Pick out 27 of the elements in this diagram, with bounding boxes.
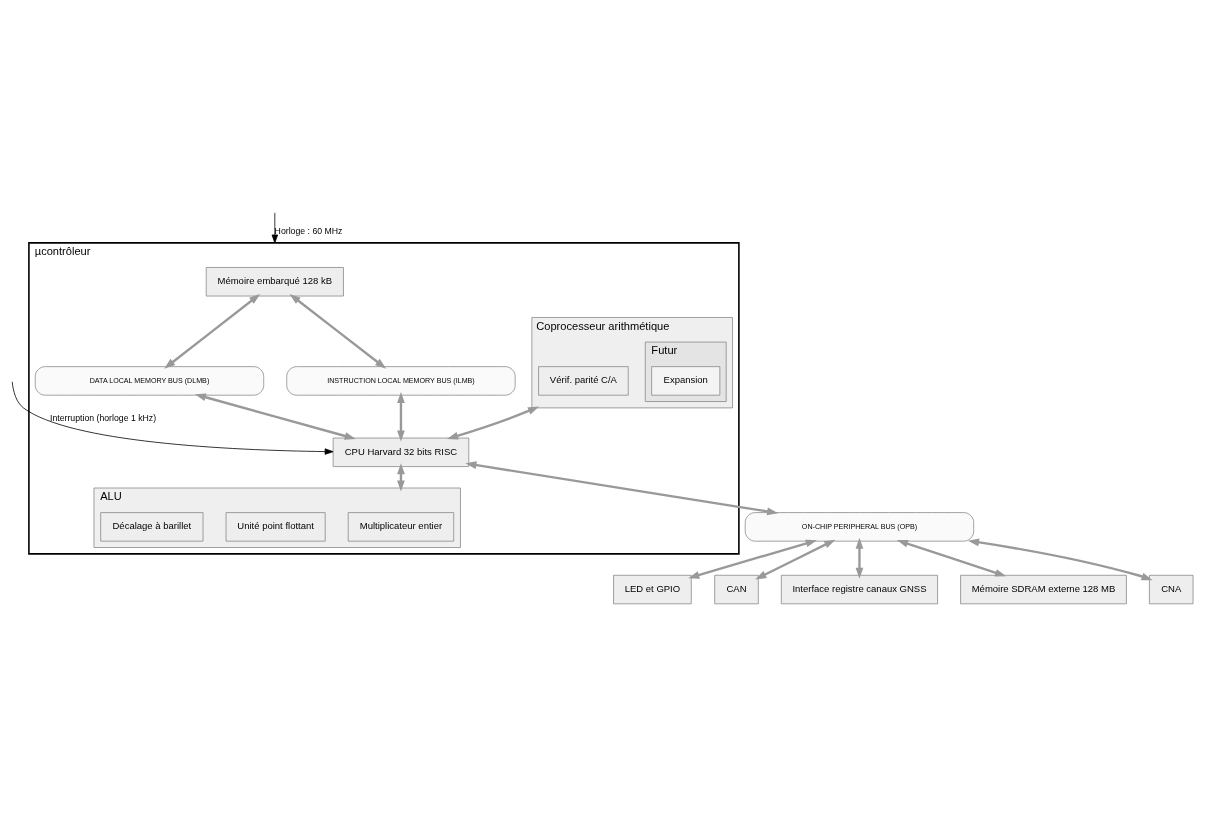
arrow [896, 539, 1007, 577]
edge-label: Interruption (horloge 1 kHz) [50, 413, 157, 424]
arrow [465, 461, 779, 516]
arrow [11, 381, 334, 455]
node-box: Unité point flottant [225, 512, 326, 542]
node-box: Multiplicateur entier [347, 512, 455, 542]
node-box: Décalage à barillet [100, 512, 204, 542]
node-box: CNA [1149, 574, 1194, 605]
node-box: LED et GPIO [613, 574, 692, 605]
arrow [164, 293, 261, 369]
node-box: Vérif. parité C/A [538, 366, 629, 396]
arrow [289, 293, 387, 369]
arrow [855, 537, 864, 579]
arrow [447, 406, 540, 440]
edge-label: Horloge : 60 MHz [274, 226, 343, 236]
arrow [397, 391, 405, 442]
node-box: Mémoire embarqué 128 kB [205, 267, 344, 297]
node-box: CAN [714, 574, 759, 605]
arrow [688, 539, 817, 579]
arrow [194, 393, 356, 440]
arrow [271, 212, 278, 244]
arrow [967, 538, 1153, 581]
arrow [755, 539, 836, 580]
node-box: CPU Harvard 32 bits RISC [332, 437, 470, 467]
node-box: Interface registre canaux GNSS [780, 574, 938, 605]
node-box: Mémoire SDRAM externe 128 MB [960, 574, 1127, 605]
node-box: Expansion [651, 366, 721, 396]
